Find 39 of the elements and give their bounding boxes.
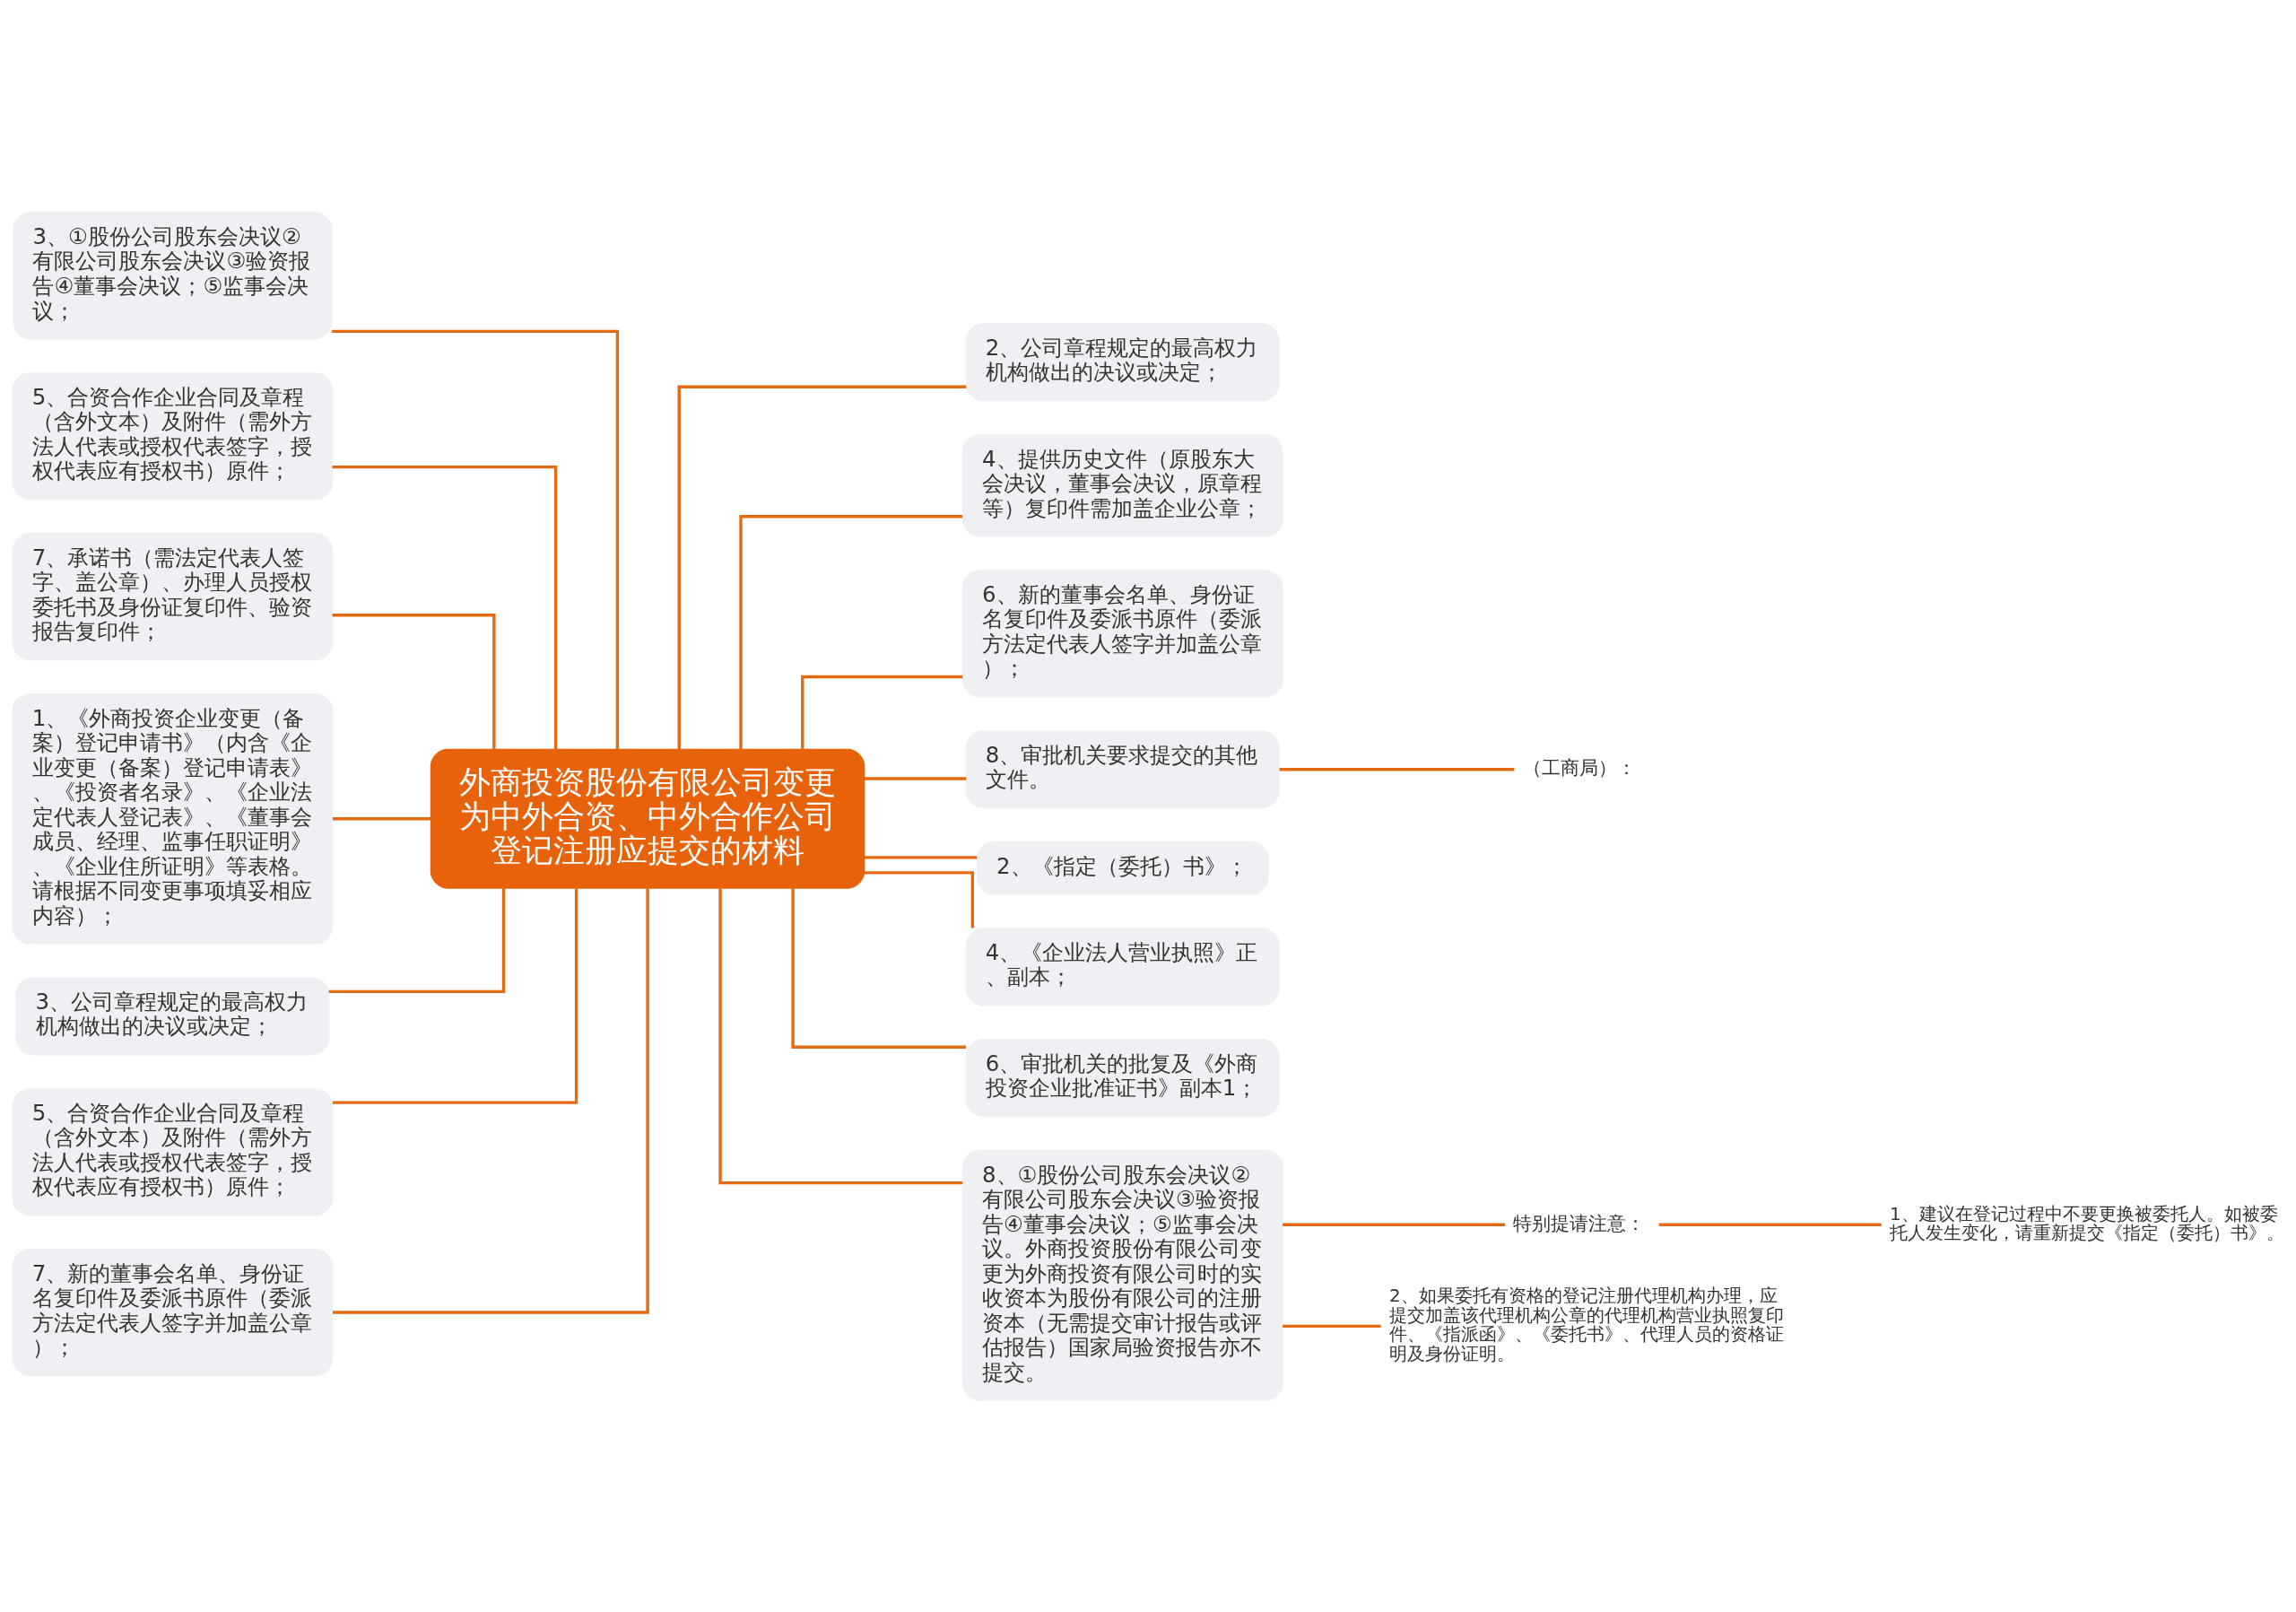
node-text: （工商局）： — [1523, 755, 1637, 779]
node-box: 1、《外商投资企业变更（备案）登记申请书》（内含《企业变更（备案）登记申请表》、《投资者名录》、《企业法定代表人登记表》、《董事会成员、经理、监事任职证明》、《企业住所证明》等表格。请根据不同变更事项填妥相应内容）； — [12, 693, 334, 945]
connector — [864, 870, 974, 928]
connector — [333, 887, 649, 1314]
connector — [1658, 1223, 1882, 1226]
node-box: 外商投资股份有限公司变更为中外合资、中外合作公司登记注册应提交的材料 — [430, 748, 865, 889]
connector — [864, 776, 967, 780]
node-box: 7、承诺书（需法定代表人签字、盖公章）、办理人员授权委托书及身份证复印件、验资报告复印件； — [12, 532, 334, 660]
connector — [864, 855, 978, 858]
connector — [332, 465, 558, 749]
node-box: 3、公司章程规定的最高权力机构做出的决议或决定； — [15, 976, 330, 1055]
node-box: 4、提供历史文件（原股东大会决议，董事会决议，原章程等）复印件需加盖企业公章； — [961, 433, 1283, 537]
node-box: 5、合资合作企业合同及章程（含外文本）及附件（需外方法人代表或授权代表签字，授权代表应有授权书）原件； — [12, 1087, 334, 1216]
node-box: 8、①股份公司股东会决议②有限公司股东会决议③验资报告④董事会决议；⑤监事会决议。外商投资股份有限公司变更为外商投资有限公司时的实收资本为股份有限公司的注册资本（无需提交审计报告或评估报告）国家局验资报告亦不提交。 — [961, 1149, 1283, 1401]
node-text: 2、如果委托有资格的登记注册代理机构办理，应提交加盖该代理机构公章的代理机构营业执照复印件、《指派函》、《委托书》、代理人员的资格证明及身份证明。 — [1389, 1285, 1785, 1364]
connector — [333, 816, 431, 820]
node-box: 2、《指定（委托）书》； — [976, 841, 1269, 895]
connector — [1283, 1223, 1505, 1226]
connector — [1279, 767, 1515, 771]
connector — [328, 887, 506, 993]
node-box: 3、①股份公司股东会决议②有限公司股东会决议③验资报告④董事会决议；⑤监事会决议； — [13, 211, 333, 339]
connector — [718, 887, 963, 1184]
node-text: 1、建议在登记过程中不要更换被委托人。如被委托人发生变化，请重新提交《指定（委托）书》。 — [1889, 1203, 2284, 1243]
node-box: 2、公司章程规定的最高权力机构做出的决议或决定； — [965, 322, 1280, 401]
node-box: 7、新的董事会名单、身份证名复印件及委派书原件（委派方法定代表人签字并加盖公章）； — [12, 1248, 334, 1376]
connector — [677, 385, 967, 749]
node-box: 6、新的董事会名单、身份证名复印件及委派书原件（委派方法定代表人签字并加盖公章）； — [961, 569, 1283, 697]
connector — [332, 887, 578, 1104]
connector — [1283, 1324, 1381, 1328]
node-box: 6、审批机关的批复及《外商投资企业批准证书》副本1； — [965, 1038, 1280, 1117]
connector — [739, 514, 963, 749]
connector — [791, 888, 967, 1049]
node-text: 特别提请注意： — [1513, 1211, 1646, 1234]
node-box: 5、合资合作企业合同及章程（含外文本）及附件（需外方法人代表或授权代表签字，授权代表应有授权书）原件； — [12, 371, 334, 500]
connector — [801, 675, 963, 749]
connector — [332, 329, 620, 749]
node-box: 8、审批机关要求提交的其他文件。 — [965, 729, 1280, 808]
connector — [332, 613, 496, 749]
node-box: 4、《企业法人营业执照》正、副本； — [965, 927, 1280, 1006]
